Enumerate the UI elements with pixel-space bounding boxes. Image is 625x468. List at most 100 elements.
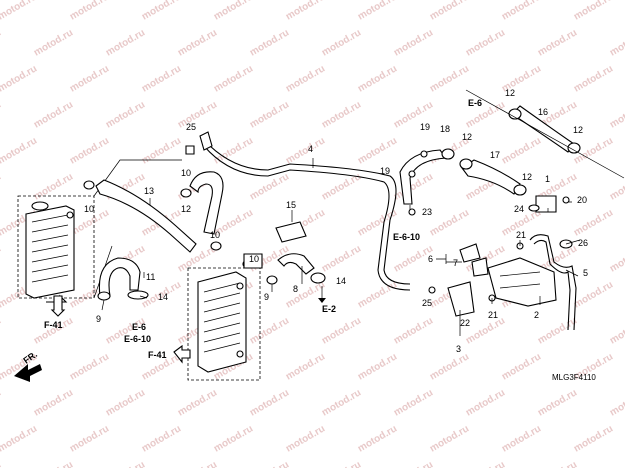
- watermark-text: motod.ru: [284, 63, 327, 94]
- bolt-19a: [420, 150, 428, 158]
- watermark-text: motod.ru: [608, 243, 625, 274]
- watermark-text: motod.ru: [428, 351, 471, 382]
- hose-clamp-10b: [180, 188, 192, 198]
- right-radiator: [187, 267, 261, 381]
- watermark-text: motod.ru: [212, 423, 255, 454]
- clip-23: [408, 208, 416, 216]
- watermark-text: motod.ru: [500, 0, 543, 23]
- watermark-text: motod.ru: [284, 279, 327, 310]
- watermark-text: motod.ru: [320, 99, 363, 130]
- watermark-text: motod.ru: [212, 63, 255, 94]
- watermark-text: motod.ru: [0, 135, 39, 166]
- watermark-text: motod.ru: [176, 99, 219, 130]
- watermark-text: motod.ru: [248, 387, 291, 418]
- watermark-text: motod.ru: [536, 315, 579, 346]
- callout-10a: 10: [84, 204, 94, 214]
- watermark-text: motod.ru: [248, 99, 291, 130]
- callout-25b: 25: [422, 298, 432, 308]
- watermark-text: motod.ru: [176, 387, 219, 418]
- watermark-text: motod.ru: [0, 171, 3, 202]
- watermark-text: motod.ru: [608, 315, 625, 346]
- callout-13: 13: [144, 186, 154, 196]
- watermark-text: motod.ru: [572, 423, 615, 454]
- hose-middle-lower: [243, 253, 263, 269]
- front-arrow: [14, 364, 42, 382]
- watermark-text: motod.ru: [608, 99, 625, 130]
- watermark-text: motod.ru: [0, 387, 3, 418]
- callout-16: 16: [538, 107, 548, 117]
- ref-e2: E-2: [322, 304, 336, 314]
- callout-12c: 12: [505, 88, 515, 98]
- watermark-text: motod.ru: [536, 27, 579, 58]
- hose-15: [275, 221, 307, 243]
- grommet-25a: [185, 145, 195, 155]
- callout-12a: 12: [181, 204, 191, 214]
- watermark-text: motod.ru: [68, 423, 111, 454]
- watermark-text: motod.ru: [536, 459, 579, 468]
- watermark-text: motod.ru: [140, 423, 183, 454]
- thermostat-1: [528, 195, 570, 213]
- watermark-text: motod.ru: [608, 171, 625, 202]
- callout-11: 11: [146, 272, 155, 282]
- watermark-text: motod.ru: [320, 315, 363, 346]
- watermark-text: motod.ru: [356, 423, 399, 454]
- callout-9a: 9: [96, 314, 101, 324]
- watermark-text: motod.ru: [392, 387, 435, 418]
- callout-21b: 21: [488, 310, 498, 320]
- watermark-text: motod.ru: [176, 459, 219, 468]
- callout-1: 1: [545, 174, 550, 184]
- watermark-text: motod.ru: [284, 135, 327, 166]
- hose-16: [508, 105, 581, 154]
- pipe-5: [529, 234, 577, 331]
- callout-22: 22: [460, 318, 470, 328]
- watermark-text: motod.ru: [464, 27, 507, 58]
- watermark-text: motod.ru: [608, 459, 625, 468]
- watermark-text: motod.ru: [356, 279, 399, 310]
- callout-24: 24: [514, 204, 524, 214]
- watermark-text: motod.ru: [500, 423, 543, 454]
- callout-10c: 10: [210, 230, 220, 240]
- hose-upper-middle: [189, 171, 224, 235]
- watermark-text: motod.ru: [572, 207, 615, 238]
- ref-f41-left: F-41: [44, 320, 63, 330]
- watermark-text: motod.ru: [320, 243, 363, 274]
- watermark-text: motod.ru: [356, 351, 399, 382]
- watermark-text: motod.ru: [0, 0, 39, 23]
- hose-13: [95, 179, 197, 253]
- ref-e6-left: E-6: [132, 322, 146, 332]
- watermark-text: motod.ru: [608, 27, 625, 58]
- watermark-text: motod.ru: [0, 423, 39, 454]
- callout-6: 6: [428, 254, 433, 264]
- watermark-text: motod.ru: [140, 63, 183, 94]
- watermark-text: motod.ru: [68, 0, 111, 23]
- watermark-text: motod.ru: [32, 99, 75, 130]
- hose-4: [199, 131, 411, 291]
- callout-4: 4: [308, 144, 313, 154]
- bolt-19b: [408, 170, 416, 178]
- watermark-text: motod.ru: [392, 315, 435, 346]
- watermark-text: motod.ru: [608, 387, 625, 418]
- callout-17: 17: [490, 150, 500, 160]
- callout-10b: 10: [181, 168, 191, 178]
- watermark-text: motod.ru: [0, 315, 3, 346]
- water-pump-2: [471, 257, 557, 307]
- watermark-text: motod.ru: [572, 63, 615, 94]
- watermark-text: motod.ru: [248, 459, 291, 468]
- hose-18: [399, 148, 455, 205]
- callout-2: 2: [534, 310, 539, 320]
- callout-12: 12: [522, 172, 532, 182]
- watermark-text: motod.ru: [320, 27, 363, 58]
- watermark-text: motod.ru: [68, 63, 111, 94]
- callout-15: 15: [286, 200, 296, 210]
- watermark-text: motod.ru: [428, 207, 471, 238]
- watermark-text: motod.ru: [500, 351, 543, 382]
- watermark-text: motod.ru: [392, 27, 435, 58]
- callout-20: 20: [577, 195, 587, 205]
- callout-8: 8: [293, 284, 298, 294]
- callout-21a: 21: [516, 230, 526, 240]
- watermark-text: motod.ru: [104, 387, 147, 418]
- watermark-text: motod.ru: [32, 171, 75, 202]
- watermark-text: motod.ru: [0, 27, 3, 58]
- watermark-text: motod.ru: [284, 423, 327, 454]
